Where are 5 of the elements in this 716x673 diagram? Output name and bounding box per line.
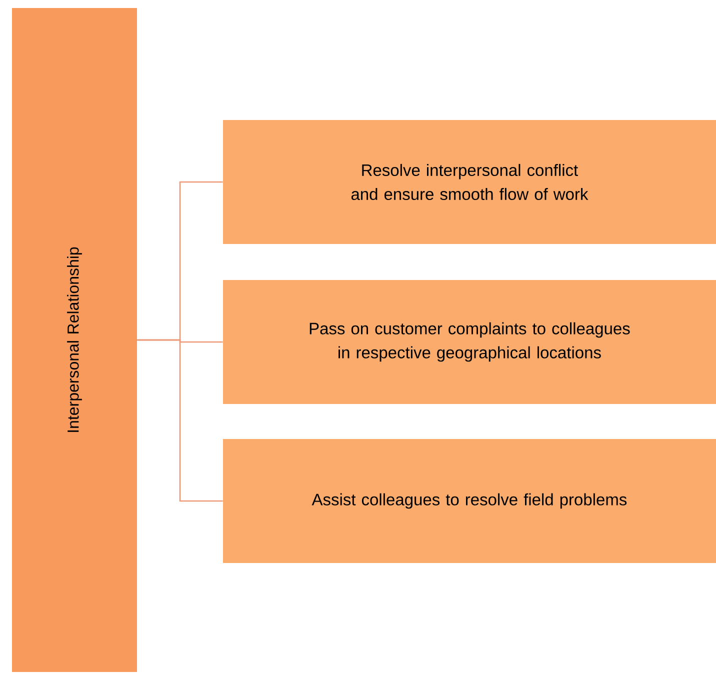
category-bar: Interpersonal Relationship	[12, 8, 137, 672]
task-box: Assist colleagues to resolve field problems	[223, 438, 716, 563]
task-box: Pass on customer complaints to colleagues in respective geographical locations	[223, 280, 716, 404]
task-box: Resolve interpersonal conflict and ensure smooth flow of work	[223, 120, 716, 244]
connector-line	[137, 339, 223, 502]
